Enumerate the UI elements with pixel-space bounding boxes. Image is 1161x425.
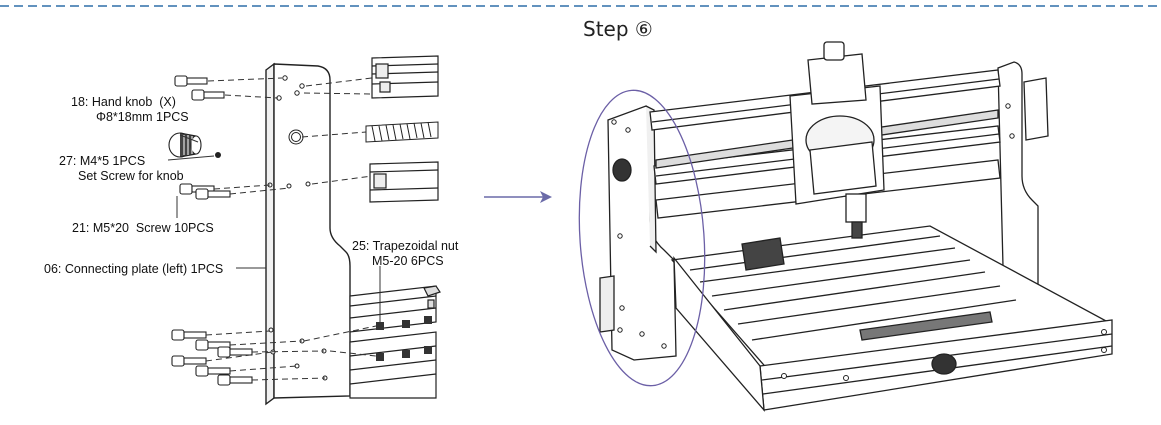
set-screw-desc-label: Set Screw for knob bbox=[78, 169, 184, 183]
trapezoidal-nuts bbox=[376, 316, 432, 361]
plate-holes bbox=[267, 75, 328, 381]
highlight-ellipse bbox=[578, 89, 706, 387]
lower-dash-lines bbox=[205, 325, 377, 381]
trapezoidal-nut-label: 25: Trapezoidal nut bbox=[352, 239, 459, 253]
top-aluminum-profile bbox=[371, 55, 439, 99]
assembled-machine bbox=[599, 41, 1113, 412]
middle-aluminum-profile bbox=[369, 161, 439, 203]
upper-screws bbox=[174, 75, 225, 101]
hand-knob-size-label: Φ8*18mm 1PCS bbox=[96, 110, 189, 124]
set-screw-label: 27: M4*5 1PCS bbox=[59, 154, 146, 168]
connecting-plate-label: 06: Connecting plate (left) 1PCS bbox=[44, 262, 224, 276]
step-title: Step ⑥ bbox=[583, 17, 653, 41]
m5-screw-label: 21: M5*20 Screw 10PCS bbox=[72, 221, 214, 235]
lower-screws bbox=[171, 329, 253, 386]
leader-lines bbox=[167, 134, 381, 322]
machine-holes bbox=[611, 103, 1107, 381]
set-screw-part bbox=[215, 152, 221, 158]
lead-screw bbox=[365, 121, 439, 143]
lower-rails bbox=[349, 285, 441, 399]
upper-dash-lines bbox=[207, 77, 373, 185]
connecting-plate-left bbox=[265, 62, 351, 406]
step-arrow bbox=[484, 191, 552, 203]
trapezoidal-nut-qty-label: M5-20 6PCS bbox=[372, 254, 444, 268]
middle-screws bbox=[179, 183, 231, 200]
hand-knob-label: 18: Hand knob (X) bbox=[71, 95, 176, 109]
